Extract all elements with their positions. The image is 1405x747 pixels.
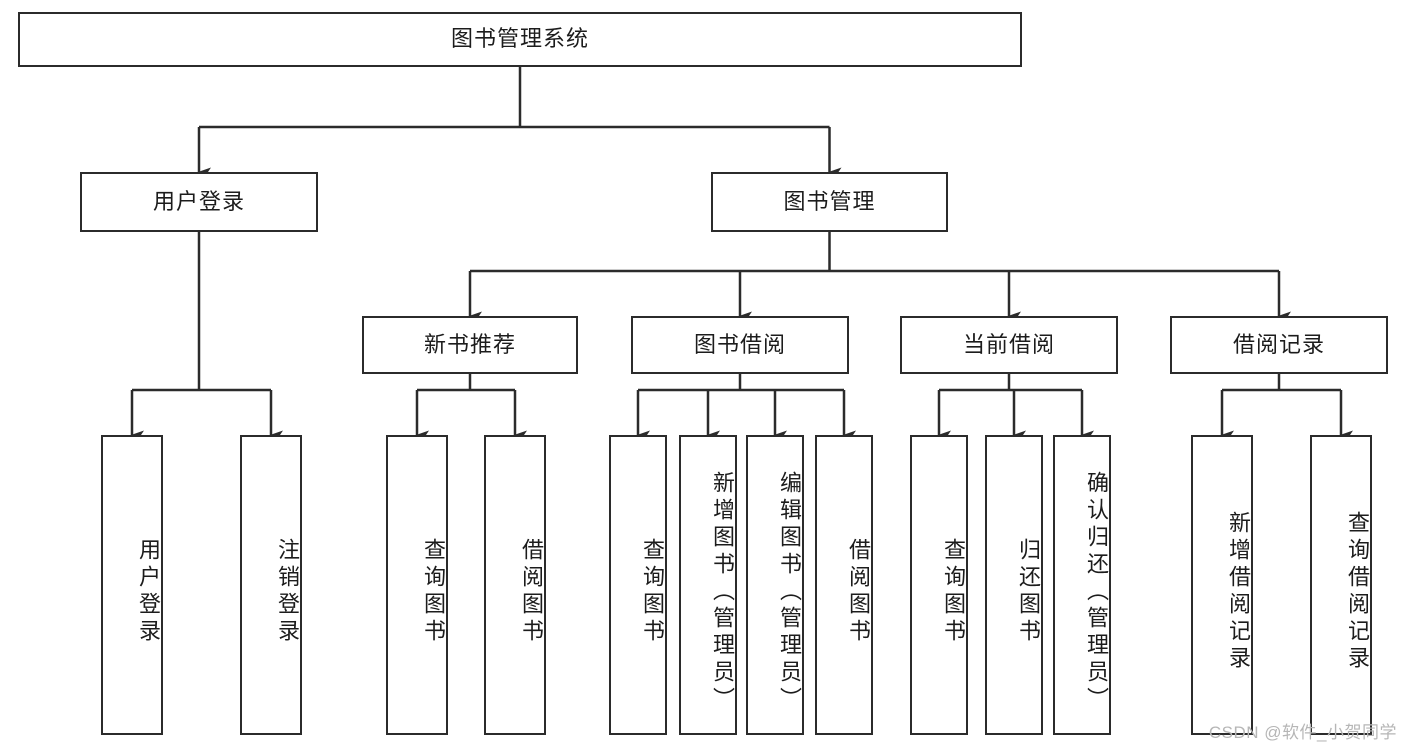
node-label: 注销登录	[275, 538, 300, 646]
node-leaf-cur-return[interactable]: 归还图书	[985, 435, 1043, 735]
node-leaf-bw-borrow[interactable]: 借阅图书	[815, 435, 873, 735]
node-label: 用户登录	[136, 538, 161, 646]
node-label: 新书推荐	[423, 331, 516, 357]
node-label: 借阅图书	[519, 538, 544, 646]
node-leaf-nb-borrow[interactable]: 借阅图书	[484, 435, 546, 735]
node-label: 查询借阅记录	[1345, 511, 1370, 673]
tree-connectors	[130, 67, 1353, 440]
node-login[interactable]: 用户登录	[80, 172, 318, 232]
node-leaf-nb-query[interactable]: 查询图书	[386, 435, 448, 735]
node-bookmgmt[interactable]: 图书管理	[711, 172, 948, 232]
node-leaf-cur-query[interactable]: 查询图书	[910, 435, 968, 735]
node-label: 图书管理	[783, 188, 876, 214]
node-label: 查询图书	[421, 538, 446, 646]
node-leaf-user-login[interactable]: 用户登录	[101, 435, 163, 735]
node-label: 查询图书	[640, 538, 665, 646]
node-label: 确认归还（管理员）	[1084, 470, 1109, 714]
watermark-label: CSDN @软件_小贺同学	[1208, 723, 1397, 742]
node-label: 新增图书（管理员）	[710, 470, 735, 714]
node-leaf-rec-query[interactable]: 查询借阅记录	[1310, 435, 1372, 735]
node-leaf-rec-add[interactable]: 新增借阅记录	[1191, 435, 1253, 735]
node-current[interactable]: 当前借阅	[900, 316, 1118, 374]
node-label: 图书借阅	[693, 331, 786, 357]
node-leaf-user-logout[interactable]: 注销登录	[240, 435, 302, 735]
node-label: 新增借阅记录	[1226, 511, 1251, 673]
node-leaf-bw-add[interactable]: 新增图书（管理员）	[679, 435, 737, 735]
node-newbook[interactable]: 新书推荐	[362, 316, 578, 374]
node-label: 借阅记录	[1232, 331, 1325, 357]
node-label: 查询图书	[941, 538, 966, 646]
node-label: 编辑图书（管理员）	[777, 470, 802, 714]
node-label: 图书管理系统	[450, 26, 589, 52]
node-leaf-cur-confirm[interactable]: 确认归还（管理员）	[1053, 435, 1111, 735]
node-records[interactable]: 借阅记录	[1170, 316, 1388, 374]
node-borrow[interactable]: 图书借阅	[631, 316, 849, 374]
node-leaf-bw-query[interactable]: 查询图书	[609, 435, 667, 735]
node-label: 借阅图书	[846, 538, 871, 646]
node-root[interactable]: 图书管理系统	[18, 12, 1022, 67]
node-label: 归还图书	[1016, 538, 1041, 646]
node-label: 当前借阅	[962, 331, 1055, 357]
node-leaf-bw-edit[interactable]: 编辑图书（管理员）	[746, 435, 804, 735]
node-label: 用户登录	[152, 188, 245, 214]
